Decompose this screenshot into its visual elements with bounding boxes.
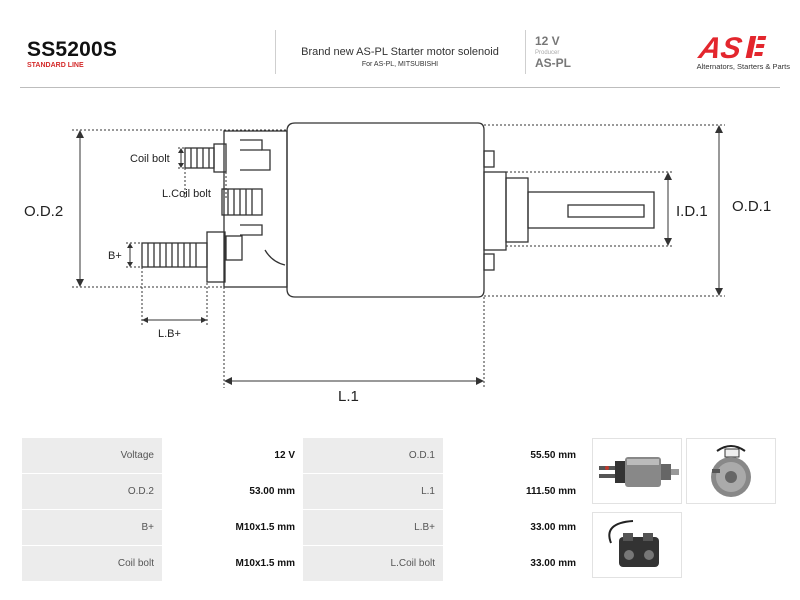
product-line: STANDARD LINE (27, 62, 84, 69)
spec-value: 111.50 mm (443, 474, 584, 509)
voltage-value: 12 V (535, 34, 560, 48)
spec-value: 33.00 mm (443, 546, 584, 581)
product-photo-front[interactable] (686, 438, 776, 504)
header-divider (275, 30, 276, 74)
spec-label: B+ (22, 510, 162, 545)
od2-label: O.D.2 (24, 203, 63, 220)
spec-value: 53.00 mm (162, 474, 303, 509)
header-divider (525, 30, 526, 74)
coil-bolt-label: Coil bolt (130, 153, 170, 165)
specs-table: Voltage 12 V O.D.1 55.50 mm O.D.2 53.00 … (22, 438, 584, 582)
table-row: O.D.2 53.00 mm L.1 111.50 mm (22, 474, 584, 509)
bplus-label: B+ (108, 250, 122, 262)
plunger-housing (483, 171, 507, 251)
product-photo-back[interactable] (592, 512, 682, 578)
technical-drawing: O.D.2 O.D.1 I.D.1 L.1 L.B+ Coil bolt L.C… (24, 122, 771, 405)
spec-value: 33.00 mm (443, 510, 584, 545)
spec-value: M10x1.5 mm (162, 510, 303, 545)
header: SS5200S STANDARD LINE Brand new AS-PL St… (0, 0, 800, 88)
spec-label: L.1 (303, 474, 443, 509)
l1-label: L.1 (338, 388, 359, 405)
spec-label: L.Coil bolt (303, 546, 443, 581)
fitment-text: For AS-PL, MITSUBISHI (361, 61, 439, 68)
table-row: Coil bolt M10x1.5 mm L.Coil bolt 33.00 m… (22, 546, 584, 581)
header-rule (20, 87, 780, 88)
producer-value: AS-PL (535, 56, 571, 70)
logo-text: AS (695, 32, 745, 65)
table-row: Voltage 12 V O.D.1 55.50 mm (22, 438, 584, 473)
brand-tagline: Alternators, Starters & Parts (696, 62, 790, 71)
spec-value: 12 V (162, 438, 303, 473)
brand-logo: AS (695, 32, 767, 65)
spec-label: Coil bolt (22, 546, 162, 581)
producer-label: Producer (535, 50, 560, 56)
od1-label: O.D.1 (732, 198, 771, 215)
table-row: B+ M10x1.5 mm L.B+ 33.00 mm (22, 510, 584, 545)
spec-label: O.D.1 (303, 438, 443, 473)
solenoid-body (286, 122, 485, 298)
spec-label: O.D.2 (22, 474, 162, 509)
plunger (527, 191, 655, 229)
spec-value: M10x1.5 mm (162, 546, 303, 581)
part-number: SS5200S (27, 38, 118, 61)
end-cap (223, 130, 288, 288)
id1-label: I.D.1 (676, 203, 708, 220)
spec-label: L.B+ (303, 510, 443, 545)
lbplus-label: L.B+ (158, 328, 181, 340)
spec-value: 55.50 mm (443, 438, 584, 473)
cap-detail (240, 139, 271, 171)
product-photo-side[interactable] (592, 438, 682, 504)
l-coil-bolt-label: L.Coil bolt (162, 188, 211, 200)
bplus-bolt (141, 242, 208, 268)
product-description: Brand new AS-PL Starter motor solenoid (301, 46, 499, 58)
spec-label: Voltage (22, 438, 162, 473)
